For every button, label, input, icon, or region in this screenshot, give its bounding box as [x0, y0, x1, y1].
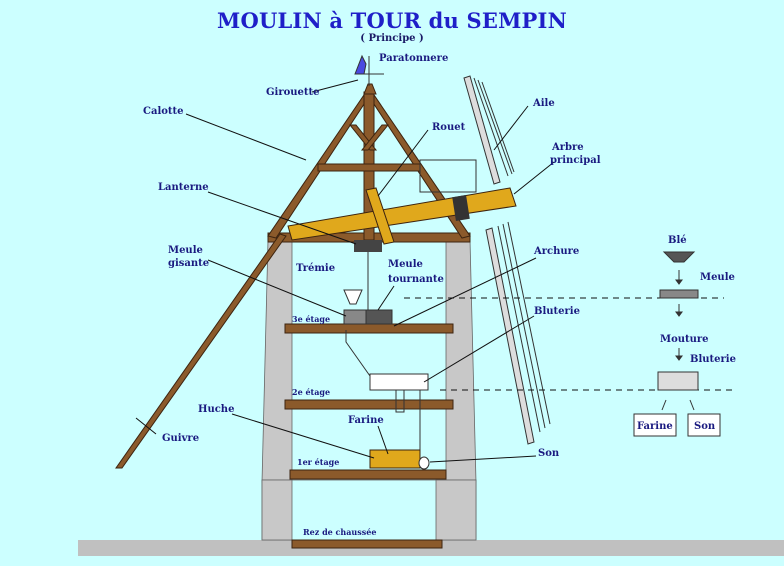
- label-archure: Archure: [533, 246, 579, 257]
- arrow-son: [689, 399, 695, 411]
- label-meule-tournante-1: Meule: [388, 259, 423, 270]
- roof-box: [419, 159, 477, 193]
- process-label-mouture: Mouture: [660, 334, 709, 345]
- aile-lower-line-1: [497, 225, 541, 433]
- arrow-ble-head: [675, 279, 683, 285]
- leader-arbre: [513, 161, 555, 195]
- process-label-son: Son: [694, 421, 716, 432]
- brace-2: [360, 124, 390, 151]
- leader-guivre: [135, 417, 157, 435]
- leader-meule-tournante: [377, 285, 395, 311]
- aile-upper-line-2: [477, 79, 513, 175]
- leader-calotte: [185, 113, 307, 161]
- label-son: Son: [538, 448, 560, 459]
- arrow-mouture-head: [675, 355, 683, 361]
- lanterne: [354, 240, 382, 252]
- tower-wall-right: [445, 239, 477, 483]
- tower: [261, 239, 477, 541]
- leader-farine: [377, 425, 389, 455]
- process-label-meule: Meule: [700, 272, 735, 283]
- rouet: [365, 187, 395, 245]
- floor-ground: [291, 539, 443, 549]
- process-bluterie: [657, 371, 699, 391]
- label-girouette: Girouette: [266, 87, 320, 98]
- label-calotte: Calotte: [143, 106, 184, 117]
- tremie: [343, 289, 363, 305]
- label-farine: Farine: [348, 415, 384, 426]
- girouette-icon: [354, 54, 367, 75]
- label-meule-gisante-2: gisante: [168, 258, 209, 269]
- leader-bluterie: [423, 315, 535, 383]
- arrow-farine: [661, 399, 667, 411]
- floor-1: [289, 469, 447, 480]
- leader-aile: [493, 105, 529, 151]
- label-guivre: Guivre: [162, 433, 199, 444]
- process-son-box: [687, 413, 721, 437]
- son-sac: [418, 456, 430, 470]
- label-huche: Huche: [198, 404, 234, 415]
- leader-girouette: [311, 79, 359, 93]
- label-tremie: Trémie: [296, 263, 335, 274]
- page-subtitle: ( Principe ): [360, 33, 424, 44]
- label-meule-tournante-2: tournante: [388, 274, 444, 285]
- process-flow: [633, 251, 721, 437]
- meules: [343, 252, 393, 325]
- label-bluterie: Bluterie: [534, 306, 580, 317]
- label-etage-2: 2e étage: [292, 387, 330, 397]
- label-lanterne: Lanterne: [158, 182, 209, 193]
- leader-huche: [231, 413, 375, 459]
- label-aile: Aile: [532, 98, 555, 109]
- page-title: MOULIN à TOUR du SEMPIN: [217, 8, 567, 33]
- girouette-assembly: [354, 54, 384, 86]
- guivre: [115, 233, 287, 469]
- process-farine-box: [633, 413, 677, 437]
- leader-archure: [393, 257, 537, 327]
- tie-beam: [317, 163, 421, 172]
- huche: [369, 449, 421, 469]
- aile-upper-line-1: [473, 77, 509, 177]
- label-arbre-1: Arbre: [551, 142, 584, 153]
- label-etage-3: 3e étage: [292, 314, 330, 324]
- floor-3: [284, 323, 454, 334]
- leader-son: [429, 455, 537, 463]
- process-label-bluterie: Bluterie: [690, 354, 736, 365]
- bluterie-assembly: [345, 330, 429, 462]
- tower-base-right: [435, 479, 477, 541]
- arrow-meule-head: [675, 311, 683, 317]
- arbre-collar: [452, 195, 470, 221]
- process-meule: [659, 289, 699, 299]
- leader-lanterne: [207, 191, 357, 245]
- tower-wall-left: [261, 239, 293, 483]
- chute: [345, 330, 371, 377]
- aile-upper-stock: [463, 75, 501, 185]
- ble-hopper: [662, 251, 696, 263]
- aile-lower-line-2: [502, 223, 546, 429]
- leader-meule-gisante: [207, 259, 347, 317]
- label-meule-gisante-1: Meule: [168, 245, 203, 256]
- meule-tournante: [365, 309, 393, 325]
- label-rez: Rez de chaussée: [303, 527, 376, 537]
- leader-rouet: [377, 129, 429, 197]
- ailes: [463, 75, 551, 445]
- process-label-ble: Blé: [668, 235, 687, 246]
- label-etage-1: 1er étage: [297, 457, 339, 467]
- label-paratonnere: Paratonnere: [379, 53, 448, 64]
- tower-base-left: [261, 479, 293, 541]
- leader-lines: [135, 79, 555, 463]
- aile-upper-line-3: [481, 81, 515, 173]
- label-arbre-2: principal: [550, 155, 601, 166]
- chute-2: [395, 390, 405, 413]
- label-rouet: Rouet: [432, 122, 466, 133]
- floor-2: [284, 399, 454, 410]
- finial: [363, 83, 377, 95]
- labels: Paratonnere Girouette Calotte Aile Rouet…: [143, 53, 736, 537]
- arbre-principal: [287, 187, 517, 241]
- process-label-farine: Farine: [637, 421, 673, 432]
- bluterie: [369, 373, 429, 391]
